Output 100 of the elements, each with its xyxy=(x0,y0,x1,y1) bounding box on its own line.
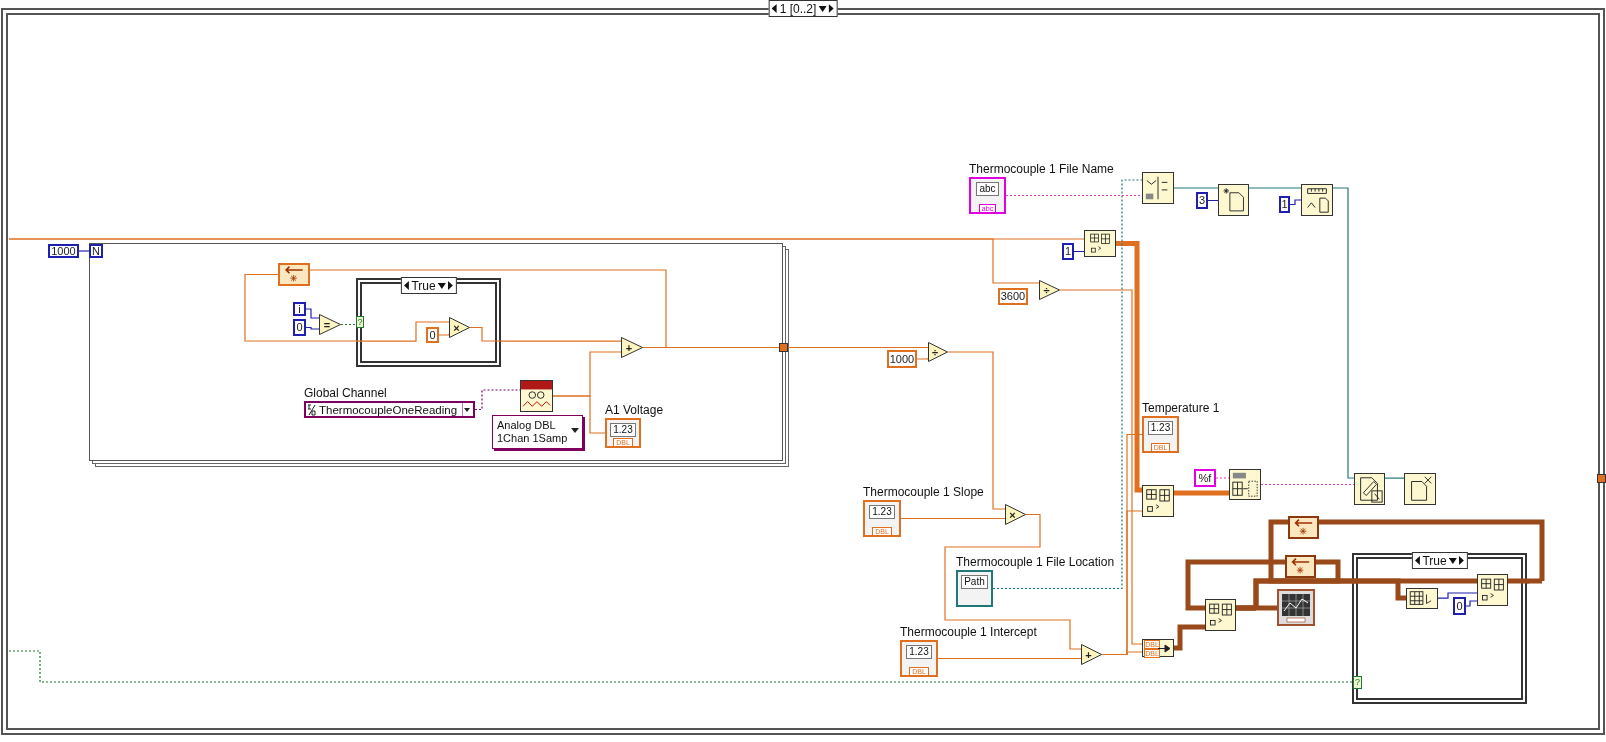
numeric-constant: 3600 xyxy=(998,288,1028,305)
wire xyxy=(474,389,521,411)
control-label: Global Channel xyxy=(304,386,387,400)
wire xyxy=(469,326,502,342)
wire xyxy=(1073,250,1085,253)
string-constant: %f xyxy=(1194,469,1216,487)
wire xyxy=(1465,600,1478,607)
wire xyxy=(1005,194,1143,197)
feedback-node xyxy=(278,263,310,286)
wire xyxy=(1116,241,1145,493)
numeric-constant: i xyxy=(293,302,306,316)
operator-triangle: × xyxy=(1005,504,1026,525)
wire xyxy=(355,321,450,342)
value-display: 1.23 xyxy=(906,645,932,659)
case-structure xyxy=(356,278,501,367)
wire xyxy=(944,513,1082,650)
wire xyxy=(1101,510,1143,656)
operator-triangle: ÷ xyxy=(928,342,948,362)
value-display: 1.23 xyxy=(1147,421,1174,435)
control-label: Thermocouple 1 File Name xyxy=(969,162,1114,176)
wire xyxy=(916,357,929,360)
operator-triangle: + xyxy=(621,337,643,358)
wire xyxy=(1173,187,1219,189)
wire xyxy=(1248,187,1302,189)
numeric-constant: 1 xyxy=(1279,196,1290,213)
wire xyxy=(1174,490,1232,496)
wire xyxy=(1384,477,1405,479)
graph-indicator xyxy=(1277,589,1315,626)
feedback-node xyxy=(1285,555,1316,578)
selector-terminal: ? xyxy=(356,316,364,328)
wire xyxy=(1174,624,1208,651)
function-block xyxy=(1477,574,1508,606)
value-display: 1.23 xyxy=(610,423,636,437)
function-block xyxy=(1404,473,1436,505)
function-block xyxy=(1354,473,1385,505)
wire xyxy=(244,273,357,342)
wire xyxy=(8,238,1040,284)
selector-ring: Analog DBL 1Chan 1Samp xyxy=(492,415,583,449)
function-block xyxy=(1142,172,1174,204)
wire xyxy=(78,250,90,252)
wire xyxy=(552,395,606,434)
control-label: Thermocouple 1 Slope xyxy=(863,485,984,499)
wire xyxy=(1185,559,1285,611)
wire xyxy=(305,326,320,330)
wire xyxy=(1207,199,1219,202)
operator-triangle: × xyxy=(449,317,470,338)
wire xyxy=(340,323,357,326)
operator-triangle: + xyxy=(1081,644,1102,665)
control-label: Temperature 1 xyxy=(1142,401,1220,415)
value-display: abc xyxy=(976,182,999,196)
count-terminal: N xyxy=(89,244,103,258)
wire xyxy=(900,517,1006,520)
wire xyxy=(438,333,450,336)
function-block xyxy=(1406,588,1438,609)
numeric-constant: 0 xyxy=(293,319,306,336)
numeric-constant: 1000 xyxy=(48,244,79,258)
read-function-block xyxy=(520,380,553,412)
wire xyxy=(937,657,1082,660)
control-label: Thermocouple 1 Intercept xyxy=(900,625,1037,639)
wire xyxy=(992,179,1143,590)
control-label: A1 Voltage xyxy=(605,403,664,417)
wire xyxy=(8,650,1353,683)
channel-name: ThermocoupleOneReading xyxy=(319,403,459,416)
function-block xyxy=(1205,599,1236,631)
control-label: Thermocouple 1 File Location xyxy=(956,555,1115,569)
case-selector: True xyxy=(400,277,457,294)
wire xyxy=(1215,477,1230,479)
function-block xyxy=(1301,184,1333,216)
case-structure xyxy=(1352,553,1527,704)
wire xyxy=(1332,187,1355,479)
feedback-node xyxy=(1288,516,1319,539)
wire xyxy=(305,308,320,319)
numeric-constant: 1000 xyxy=(887,350,917,368)
wire xyxy=(1508,578,1530,584)
operator-triangle: ÷ xyxy=(1039,280,1060,300)
wire xyxy=(500,340,622,342)
wire xyxy=(309,269,667,349)
value-display: 1.23 xyxy=(869,505,895,519)
wire xyxy=(1289,199,1302,206)
wire xyxy=(1268,519,1355,584)
wire xyxy=(1437,592,1478,599)
numeric-constant: 0 xyxy=(1453,597,1466,615)
function-block xyxy=(1084,230,1116,257)
value-display: Path xyxy=(961,575,988,589)
case-selector: True xyxy=(1411,552,1468,569)
bundle-block xyxy=(1142,639,1174,657)
wire xyxy=(1260,483,1355,486)
wire xyxy=(947,351,1006,510)
selector-terminal: ? xyxy=(1353,676,1362,689)
operator-triangle: = xyxy=(319,314,341,335)
wire xyxy=(1059,289,1143,645)
numeric-constant: 0 xyxy=(426,327,439,343)
function-block xyxy=(1142,485,1174,517)
numeric-constant: 3 xyxy=(1196,192,1208,209)
numeric-constant: 1 xyxy=(1062,243,1074,260)
function-block xyxy=(1229,469,1261,500)
frame-selector: 1 [0..2] xyxy=(768,0,838,17)
wire xyxy=(1352,578,1480,584)
wire xyxy=(1316,519,1545,584)
function-block xyxy=(1218,184,1249,216)
